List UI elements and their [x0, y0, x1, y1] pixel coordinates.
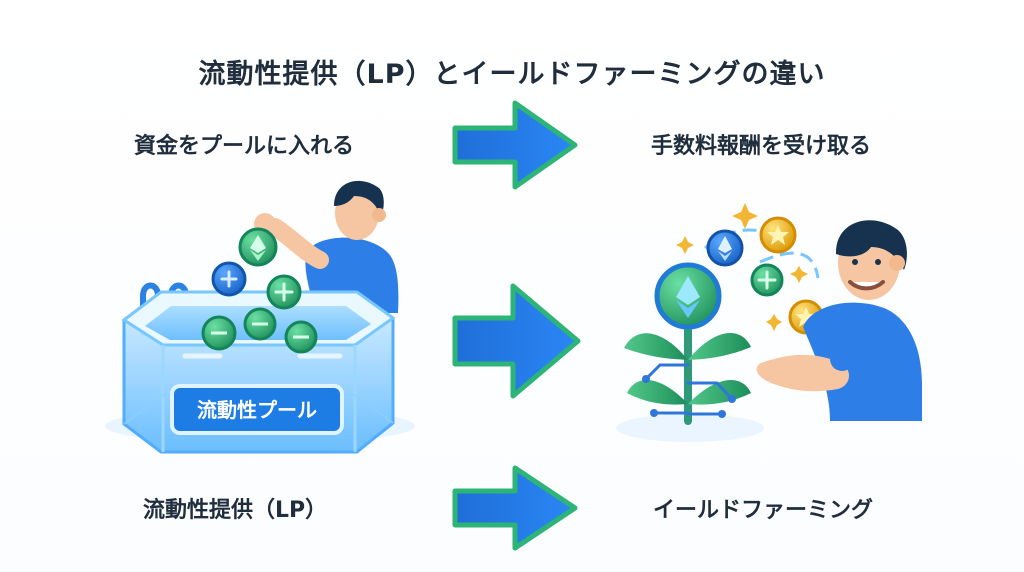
plant-shadow	[616, 414, 764, 442]
middle-arrow-icon	[452, 283, 581, 399]
pool-coin-icon	[201, 315, 237, 351]
liquidity-provision-label: 流動性提供（LP）	[143, 498, 328, 523]
bottom-arrow-icon	[452, 465, 578, 551]
receiving-person	[756, 220, 922, 421]
ethereum-coin-icon	[238, 227, 278, 267]
yield-farming-label: イールドファーミング	[653, 498, 874, 523]
pool-coin-icon	[243, 307, 277, 341]
green-reward-coin-icon	[750, 263, 784, 297]
green-coin-icon	[266, 274, 302, 310]
fee-reward-label: 手数料報酬を受け取る	[651, 134, 872, 159]
sparkle-icons	[676, 203, 808, 331]
blue-coin-icon	[211, 261, 247, 297]
pool-name-badge	[170, 384, 344, 435]
page-title: 流動性提供（LP）とイールドファーミングの違い	[198, 59, 826, 90]
pool-coin-icon	[284, 320, 318, 354]
blue-ethereum-coin-icon	[706, 229, 744, 267]
falling-coins	[201, 227, 318, 354]
plant-ethereum-coin-icon	[654, 262, 722, 330]
deposit-label: 資金をプールに入れる	[134, 134, 355, 159]
top-arrow-icon	[452, 100, 578, 190]
gold-star-coin-icon	[759, 216, 797, 254]
pool-label: 流動性プール	[197, 398, 317, 422]
